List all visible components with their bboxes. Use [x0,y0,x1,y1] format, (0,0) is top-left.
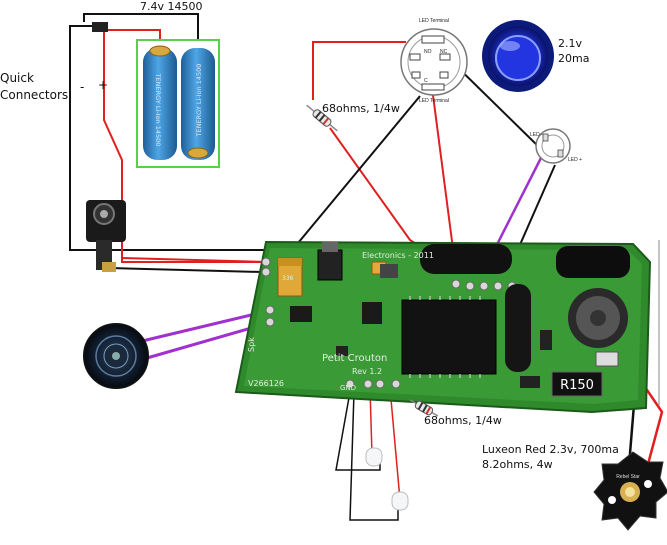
sense-resistor [551,371,603,397]
switch-nc-label: NC [440,49,448,55]
battery-label: 7.4v 14500 [140,0,203,13]
pcb-rev: Rev 1.2 [352,367,382,376]
minus-label: - [80,80,85,94]
pcb-spk: Spk [247,337,256,352]
speaker [83,323,149,389]
blue-switch [482,20,554,92]
wire-black-battery [83,13,199,46]
switch-current-label: 20ma [558,52,590,65]
resistor-top [306,104,338,132]
black-cylinder [556,246,630,278]
sense-resistor-label: R150 [560,378,594,393]
led-2 [391,491,409,511]
switch-no-label: NO [424,49,432,55]
quick-connectors-label-1: Quick [0,71,34,85]
wire-black-led2 [349,391,399,521]
quick-connector [92,22,108,32]
wire-black-jack [109,267,263,273]
luxeon-label-1: Luxeon Red 2.3v, 700ma [482,443,619,456]
battery-cell-1: TENERGY Li-Ion 14500 [143,45,177,160]
wire-purple-speaker-1 [137,308,273,344]
led-terminal-small: LED - LED + [530,128,582,164]
vertical-cap [505,284,531,372]
luxeon-star-label: Rebel Star [616,474,640,480]
switch-c-label: C [424,78,428,84]
black-tube [420,244,512,274]
led-minus-label: LED - [530,132,543,138]
resistor-bottom-label: 68ohms, 1/4w [424,414,502,427]
battery-cell-1-label: TENERGY Li-Ion 14500 [154,73,162,147]
resistor-top-label: 68ohms, 1/4w [322,102,400,115]
ic-small-2 [362,302,382,324]
wire-red-positive [103,30,262,263]
pcb-gnd: GND [340,384,356,392]
switch-schematic: LED Terminal LED Terminal NO NC C [400,18,468,104]
battery-cell-2-label: TENERGY Li-Ion 14500 [195,64,203,138]
led-1 [365,447,383,467]
quick-connectors-label-2: Connectors [0,88,69,102]
led-plus-label: LED + [568,157,582,163]
ic-small-1 [290,306,312,322]
resistor-bottom [409,399,439,417]
pcb-cap-code: 336 [282,275,294,282]
switch-voltage-label: 2.1v [558,37,583,50]
inductor [380,264,398,278]
wire-red-led2 [389,387,401,501]
battery-cell-2: TENERGY Li-Ion 14500 [181,48,215,160]
pcb-code: V266126 [248,379,284,388]
led-terminal-bottom-label: LED Terminal [419,98,449,104]
luxeon-star: Rebel Star [593,451,667,531]
pcb-board-text: Electronics - 2011 [362,251,434,260]
wire-red-switch-resistor [312,41,406,100]
wire-red-switch-board [429,71,457,273]
pcb-product: Petit Crouton [322,353,387,364]
regulator [317,249,343,281]
battery-pack: TENERGY Li-Ion 14500 TENERGY Li-Ion 1450… [136,39,220,168]
wire-red-jack [121,257,269,263]
plus-label: + [98,78,109,92]
dc-jack [86,200,126,272]
pcb-board: R150 Electronics - 2011 Petit Crouton Re… [234,240,652,414]
luxeon-label-2: 8.2ohms, 4w [482,458,553,471]
pcb-pads [261,257,517,389]
mcu-chip [401,299,497,375]
led-terminal-top-label: LED Terminal [419,18,449,24]
